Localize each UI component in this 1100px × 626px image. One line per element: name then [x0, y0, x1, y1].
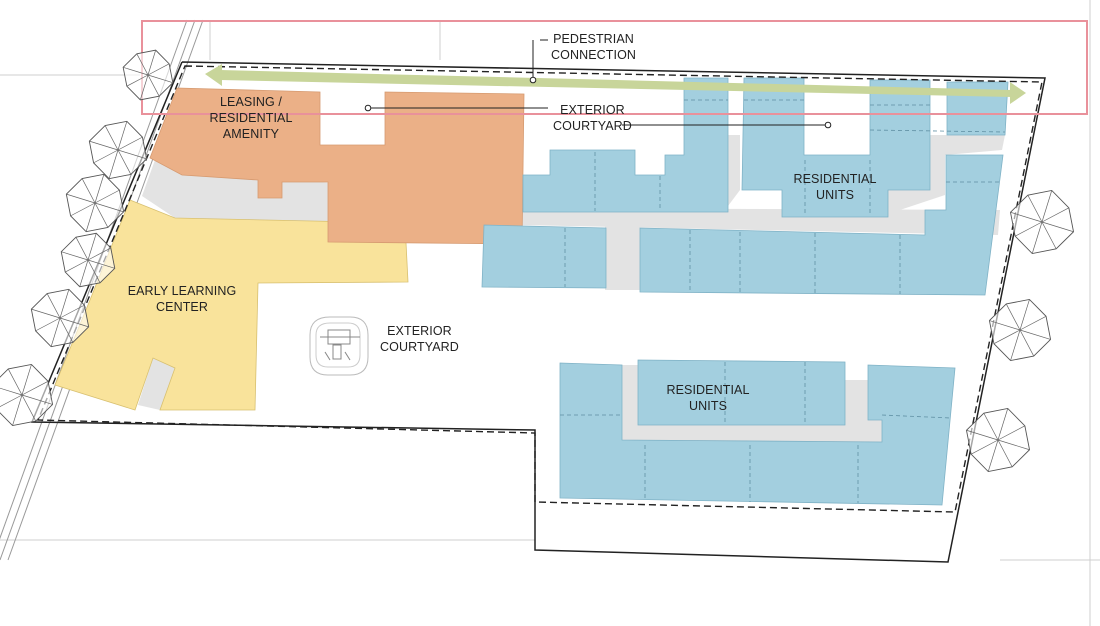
leader-lines — [364, 39, 832, 129]
playground-icon — [309, 316, 369, 376]
site-boundary-dashed — [36, 65, 1043, 513]
label-leasing-amenity: LEASING / RESIDENTIAL AMENITY — [209, 95, 293, 141]
tree-icon — [88, 120, 148, 180]
double-arrow-icon — [205, 64, 1026, 104]
label-early-learning-center: EARLY LEARNING CENTER — [127, 284, 237, 314]
label-exterior-courtyard-south: EXTERIOR COURTYARD — [380, 324, 459, 354]
tree-icon — [65, 173, 125, 233]
tree-icon — [965, 407, 1031, 473]
tree-icon — [60, 232, 116, 288]
tree-icon — [122, 49, 174, 101]
trees — [0, 49, 1075, 473]
tree-icon — [1009, 189, 1075, 255]
tree-icon — [0, 363, 54, 427]
tree-icon — [988, 298, 1052, 362]
leasing-amenity — [149, 87, 525, 245]
tree-icon — [30, 288, 90, 348]
residential-buildings — [481, 77, 1009, 506]
label-pedestrian-connection: PEDESTRIAN CONNECTION — [551, 32, 637, 62]
label-exterior-courtyard-north: EXTERIOR COURTYARD — [553, 103, 632, 133]
label-residential-units-north: RESIDENTIAL UNITS — [793, 172, 877, 202]
label-residential-units-south: RESIDENTIAL UNITS — [666, 383, 750, 413]
unit-dividers — [560, 99, 1006, 503]
